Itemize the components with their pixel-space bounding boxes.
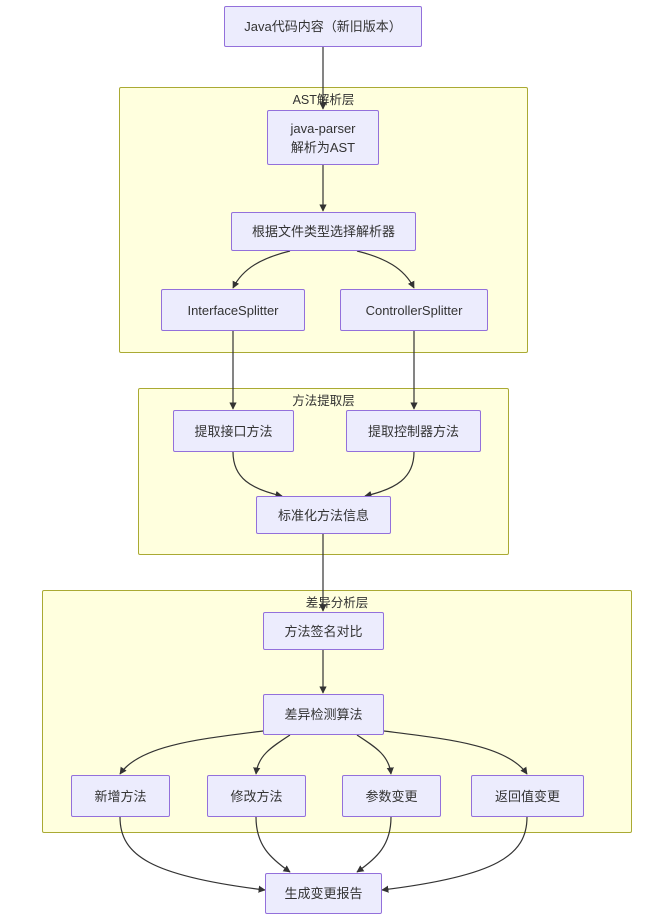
node-return-change-line-0: 返回值变更: [494, 788, 560, 804]
node-interface-splitter-line-0: InterfaceSplitter: [187, 302, 279, 318]
node-return-change[interactable]: 返回值变更: [471, 775, 584, 817]
node-extract-interface[interactable]: 提取接口方法: [173, 410, 294, 452]
node-extract-controller[interactable]: 提取控制器方法: [346, 410, 481, 452]
node-diff-algorithm[interactable]: 差异检测算法: [263, 694, 384, 735]
node-report-line-0: 生成变更报告: [284, 886, 363, 901]
node-controller-splitter[interactable]: ControllerSplitter: [340, 289, 488, 331]
node-diff-algorithm-line-0: 差异检测算法: [284, 707, 363, 722]
node-java-parser-line-0: java-parser: [290, 120, 356, 136]
node-modified-method[interactable]: 修改方法: [207, 775, 306, 817]
node-param-change[interactable]: 参数变更: [342, 775, 441, 817]
subgraph-method-layer-title: 方法提取层: [292, 394, 355, 408]
node-extract-controller-line-0: 提取控制器方法: [367, 423, 459, 439]
node-controller-splitter-line-0: ControllerSplitter: [365, 302, 463, 318]
node-added-method[interactable]: 新增方法: [71, 775, 170, 817]
node-java-parser-line-1: 解析为AST: [290, 139, 356, 155]
node-select-parser-line-0: 根据文件类型选择解析器: [251, 224, 395, 239]
node-normalize[interactable]: 标准化方法信息: [256, 496, 391, 534]
node-report[interactable]: 生成变更报告: [265, 873, 382, 914]
node-extract-interface-line-0: 提取接口方法: [194, 423, 273, 439]
node-source-line-0: Java代码内容（新旧版本）: [244, 19, 402, 34]
subgraph-diff-layer-title: 差异分析层: [305, 596, 369, 610]
node-signature-compare[interactable]: 方法签名对比: [263, 612, 384, 650]
node-java-parser[interactable]: java-parser 解析为AST: [267, 110, 379, 165]
node-param-change-line-0: 参数变更: [365, 788, 418, 804]
node-signature-compare-line-0: 方法签名对比: [284, 623, 363, 639]
subgraph-ast-layer-title: AST解析层: [292, 93, 355, 107]
node-added-method-line-0: 新增方法: [94, 788, 147, 804]
node-modified-method-line-0: 修改方法: [230, 788, 283, 804]
node-select-parser[interactable]: 根据文件类型选择解析器: [231, 212, 416, 251]
node-source[interactable]: Java代码内容（新旧版本）: [224, 6, 422, 47]
node-interface-splitter[interactable]: InterfaceSplitter: [161, 289, 305, 331]
node-normalize-line-0: 标准化方法信息: [277, 507, 369, 523]
